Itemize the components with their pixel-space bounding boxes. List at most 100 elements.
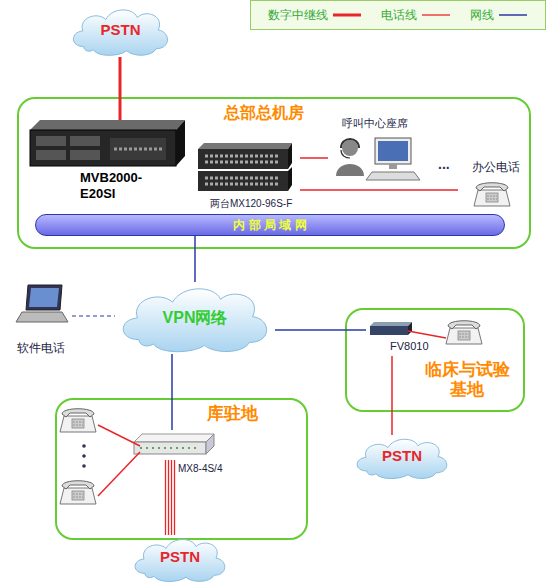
branch-phone-icons <box>98 452 140 496</box>
node-label: 呼叫中心座席 <box>342 117 432 130</box>
mx120-gateway-icon <box>205 161 280 164</box>
connector-line <box>119 57 122 120</box>
office-phone-icon <box>474 183 510 206</box>
connector-line <box>174 460 175 535</box>
legend-text: 电话线 <box>381 7 417 24</box>
node-label: PSTN <box>352 447 452 465</box>
connector <box>172 354 173 430</box>
legend-line <box>422 14 450 15</box>
legend-line <box>499 14 527 16</box>
call-center-icon <box>342 140 358 156</box>
node-label: 库驻地 <box>187 404 277 424</box>
call-center-icon <box>389 164 397 169</box>
mx8-switch-icon <box>206 434 214 454</box>
connector-line <box>171 354 173 430</box>
call-center-icon <box>341 150 350 158</box>
connector-line <box>72 315 115 316</box>
mx8-switch-icon <box>134 442 206 454</box>
device-node: MX8-4S/4 <box>132 430 228 460</box>
mvb-server-icon <box>36 136 66 146</box>
fv8010-icon <box>370 326 408 335</box>
mvb-server-icon <box>176 120 185 166</box>
device-node: 呼叫中心座席 <box>328 117 428 185</box>
office-phone-icon <box>474 183 510 206</box>
mx120-gateway-icon <box>198 143 292 149</box>
mx120-gateway-icon <box>198 143 292 191</box>
mx120-gateway-icon <box>288 143 292 169</box>
device-node: 软件电话 <box>10 283 72 357</box>
mx120-gateway-icon <box>205 177 280 180</box>
network-cloud: PSTN <box>352 435 452 480</box>
legend-line <box>332 10 362 20</box>
fv8010-icon <box>370 322 412 335</box>
node-label: PSTN <box>68 21 173 39</box>
connector <box>275 330 366 331</box>
branch-phone-icons <box>82 454 86 458</box>
legend-line <box>421 10 451 20</box>
mx120-gateway-icon <box>288 167 292 191</box>
fv8010-icon <box>408 322 412 335</box>
mx8-switch-icon <box>134 434 214 454</box>
node-label: 临床与试验 基地 <box>419 360 515 401</box>
site-group: 库驻地 MX8-4S/4 <box>55 398 308 540</box>
node-label: MVB2000- E20SI <box>80 170 166 201</box>
legend-line <box>498 10 528 20</box>
legend-text: 网线 <box>470 7 494 24</box>
connector <box>72 316 115 317</box>
network-cloud: PSTN <box>68 5 173 57</box>
device-node: 两台MX120-96S-F <box>196 140 300 212</box>
connector <box>120 57 121 120</box>
device-node: MVB2000- E20SI <box>28 120 188 206</box>
branch-phone-icons <box>60 409 140 504</box>
connector-line <box>194 236 196 282</box>
mx8-switch-icon <box>134 434 214 442</box>
site-group: 临床与试验 基地 FV8010 <box>345 308 525 412</box>
connector <box>392 356 393 435</box>
laptop-icon <box>29 288 59 307</box>
node-label: PSTN <box>130 548 230 566</box>
connector <box>195 236 196 282</box>
mvb-server-icon <box>70 136 100 146</box>
connector-line <box>168 460 169 535</box>
laptop-icon <box>16 312 68 322</box>
connector <box>300 158 328 159</box>
fv8010-icon <box>370 322 412 326</box>
branch-phone-icons <box>82 444 86 448</box>
mx120-gateway-icon <box>205 183 280 186</box>
mvb-server-icon <box>110 138 166 160</box>
connector-line <box>171 460 172 535</box>
connector-line <box>300 189 458 191</box>
connector-line <box>300 157 328 159</box>
connector-line <box>275 329 366 331</box>
lan-band: 内 部 局 域 网 <box>35 214 505 236</box>
site-phone-icon <box>408 331 446 338</box>
connector <box>300 190 458 191</box>
legend-item: 数字中继线 <box>268 7 362 24</box>
site-phone-icon <box>446 321 482 344</box>
mvb-server-icon <box>30 120 185 166</box>
mvb-server-icon <box>30 120 185 130</box>
mx120-gateway-icon <box>198 171 288 191</box>
legend-item: 电话线 <box>381 7 451 24</box>
node-label: 软件电话 <box>10 341 72 355</box>
branch-phone-icons <box>98 425 140 446</box>
branch-phone-icons <box>60 409 96 432</box>
mx8-switch-icon <box>140 447 200 449</box>
node-label: FV8010 <box>390 340 440 353</box>
call-center-icon <box>336 164 364 176</box>
call-center-icon <box>378 141 408 161</box>
connector-line <box>391 356 393 435</box>
device-node: 办公电话 <box>458 160 524 210</box>
mvb-server-icon <box>30 130 176 166</box>
connector <box>166 460 175 535</box>
mx120-gateway-icon <box>198 149 288 169</box>
note-text: ... <box>438 156 450 173</box>
call-center-icon <box>375 138 411 164</box>
mvb-server-icon <box>36 150 66 160</box>
legend-text: 数字中继线 <box>268 7 328 24</box>
